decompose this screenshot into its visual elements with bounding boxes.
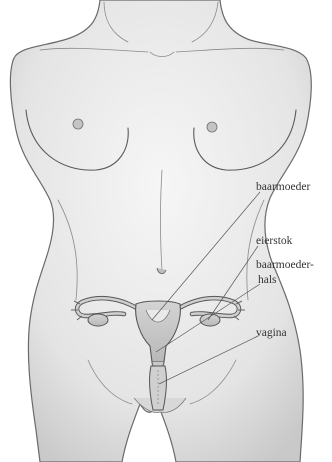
nipple-left	[73, 119, 83, 129]
ovary-left	[88, 314, 108, 326]
label-ovary: eierstok	[256, 235, 293, 247]
nipple-right	[207, 122, 217, 132]
label-uterus: baarmoeder	[256, 181, 310, 193]
label-cervix-line2: hals	[258, 274, 277, 286]
label-cervix-line1: baarmoeder-	[256, 259, 314, 271]
ovary-right	[200, 314, 220, 326]
label-vagina: vagina	[256, 327, 287, 339]
